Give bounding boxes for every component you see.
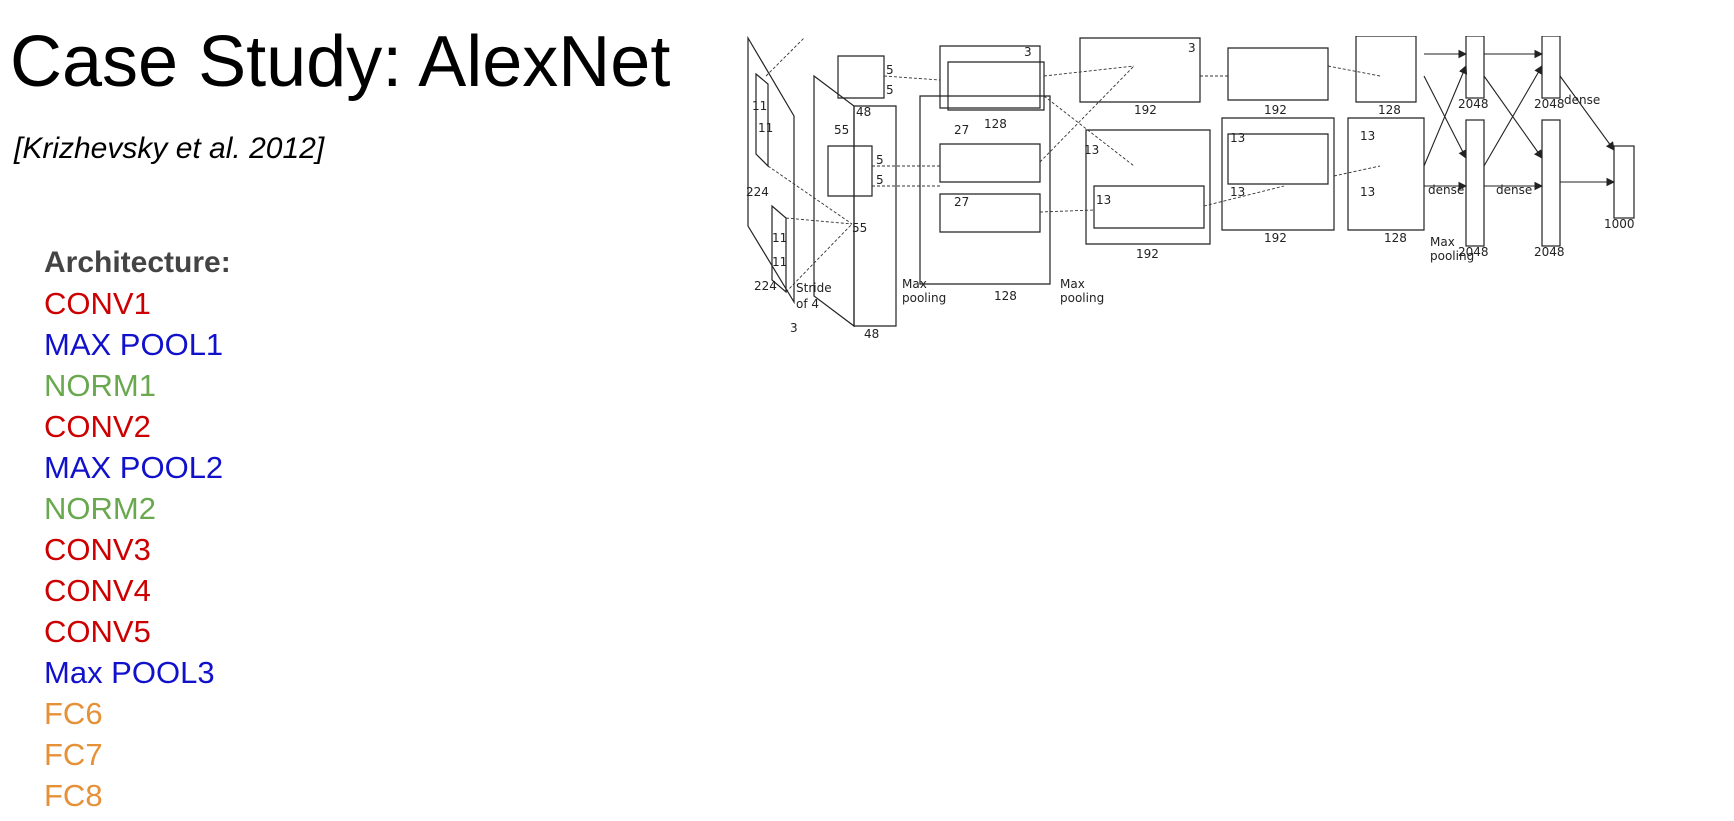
conv5-depth-top: 128 xyxy=(1378,103,1401,117)
conv1-k3: 5 xyxy=(876,153,884,167)
conv2-spatial-a: 27 xyxy=(954,123,969,137)
alexnet-diagram-svg: 11 11 224 11 11 224 3 Stride of 4 5 5 5 … xyxy=(746,35,1635,341)
pool3-label-line-2: pooling xyxy=(1430,249,1474,263)
conv3-k: 3 xyxy=(1188,41,1196,55)
conv5-spatial-a: 13 xyxy=(1360,129,1375,143)
conv3-depth-bot: 192 xyxy=(1136,247,1159,261)
input-kernel-b: 11 xyxy=(758,121,773,135)
conv4-volume: 13 13 192 192 xyxy=(1200,47,1335,245)
pool2-label-line-1: Max xyxy=(1060,277,1085,291)
layer-maxpool3: Max POOL3 xyxy=(44,655,215,690)
conv4-spatial-b: 13 xyxy=(1230,185,1245,199)
input-size-b: 224 xyxy=(754,279,777,293)
fc6-layer: 2048 2048 dense xyxy=(1423,35,1489,259)
conv2-volume: 3 27 128 27 128 xyxy=(872,45,1051,303)
fc7-top: 2048 xyxy=(1534,97,1565,111)
conv2-k-top: 3 xyxy=(1024,45,1032,59)
input-kernel-d: 11 xyxy=(772,255,787,269)
conv2-spatial-b: 27 xyxy=(954,195,969,209)
input-kernel-a: 11 xyxy=(752,99,767,113)
fc8-layer: 1000 dense xyxy=(1559,75,1635,231)
layer-fc7: FC7 xyxy=(44,737,103,772)
layer-norm2: NORM2 xyxy=(44,491,156,526)
layer-maxpool2: MAX POOL2 xyxy=(44,450,224,485)
stride-line-2: of 4 xyxy=(796,297,819,311)
conv2-depth-bot: 128 xyxy=(994,289,1017,303)
conv5-spatial-b: 13 xyxy=(1360,185,1375,199)
layer-norm1: NORM1 xyxy=(44,368,156,403)
fc7-label: dense xyxy=(1496,183,1532,197)
fc6-bot: 2048 xyxy=(1458,245,1489,259)
conv4-spatial-a: 13 xyxy=(1230,131,1245,145)
conv2-depth-top: 128 xyxy=(984,117,1007,131)
conv1-volume: 5 5 5 5 55 48 55 48 xyxy=(765,37,897,341)
layer-conv2: CONV2 xyxy=(44,409,151,444)
alexnet-diagram: 11 11 224 11 11 224 3 Stride of 4 5 5 5 … xyxy=(744,35,1728,342)
conv1-k2: 5 xyxy=(886,83,894,97)
conv4-depth-top: 192 xyxy=(1264,103,1287,117)
conv1-spatial: 55 xyxy=(834,123,849,137)
conv1-depth-top: 48 xyxy=(856,105,871,119)
fc8-out: 1000 xyxy=(1604,217,1635,231)
pool2-label-line-2: pooling xyxy=(1060,291,1104,305)
pool1-label-line-2: pooling xyxy=(902,291,946,305)
conv4-depth-bot: 192 xyxy=(1264,231,1287,245)
conv1-spatial-b: 55 xyxy=(852,221,867,235)
layer-fc8: FC8 xyxy=(44,778,103,813)
slide-title: Case Study: AlexNet xyxy=(10,22,671,102)
layer-conv3: CONV3 xyxy=(44,532,151,567)
conv1-k1: 5 xyxy=(886,63,894,77)
layer-conv1: CONV1 xyxy=(44,286,151,321)
conv5-volume: 13 13 128 128 xyxy=(1327,35,1425,245)
layer-conv4: CONV4 xyxy=(44,573,151,608)
conv1-depth: 48 xyxy=(864,327,879,341)
conv5-depth-bot: 128 xyxy=(1384,231,1407,245)
input-size-a: 224 xyxy=(746,185,769,199)
fc8-label: dense xyxy=(1564,93,1600,107)
architecture-list: Architecture: CONV1 MAX POOL1 NORM1 CONV… xyxy=(44,242,231,816)
pool1-label-line-1: Max xyxy=(902,277,927,291)
input-channels: 3 xyxy=(790,321,798,335)
conv3-spatial-b: 13 xyxy=(1096,193,1111,207)
architecture-heading: Architecture: xyxy=(44,246,231,279)
conv3-depth-top: 192 xyxy=(1134,103,1157,117)
conv3-volume: 3 13 13 192 192 xyxy=(1039,37,1211,261)
fc7-layer: 2048 2048 dense xyxy=(1483,35,1565,259)
layer-fc6: FC6 xyxy=(44,696,103,731)
fc6-label: dense xyxy=(1428,183,1464,197)
conv3-spatial-a: 13 xyxy=(1084,143,1099,157)
layer-conv5: CONV5 xyxy=(44,614,151,649)
conv1-k4: 5 xyxy=(876,173,884,187)
citation: [Krizhevsky et al. 2012] xyxy=(14,132,325,165)
fc6-top: 2048 xyxy=(1458,97,1489,111)
fc7-bot: 2048 xyxy=(1534,245,1565,259)
input-kernel-c: 11 xyxy=(772,231,787,245)
input-volume: 11 11 224 11 11 224 3 Stride of 4 xyxy=(746,35,832,335)
pool3-label-line-1: Max xyxy=(1430,235,1455,249)
layer-maxpool1: MAX POOL1 xyxy=(44,327,224,362)
